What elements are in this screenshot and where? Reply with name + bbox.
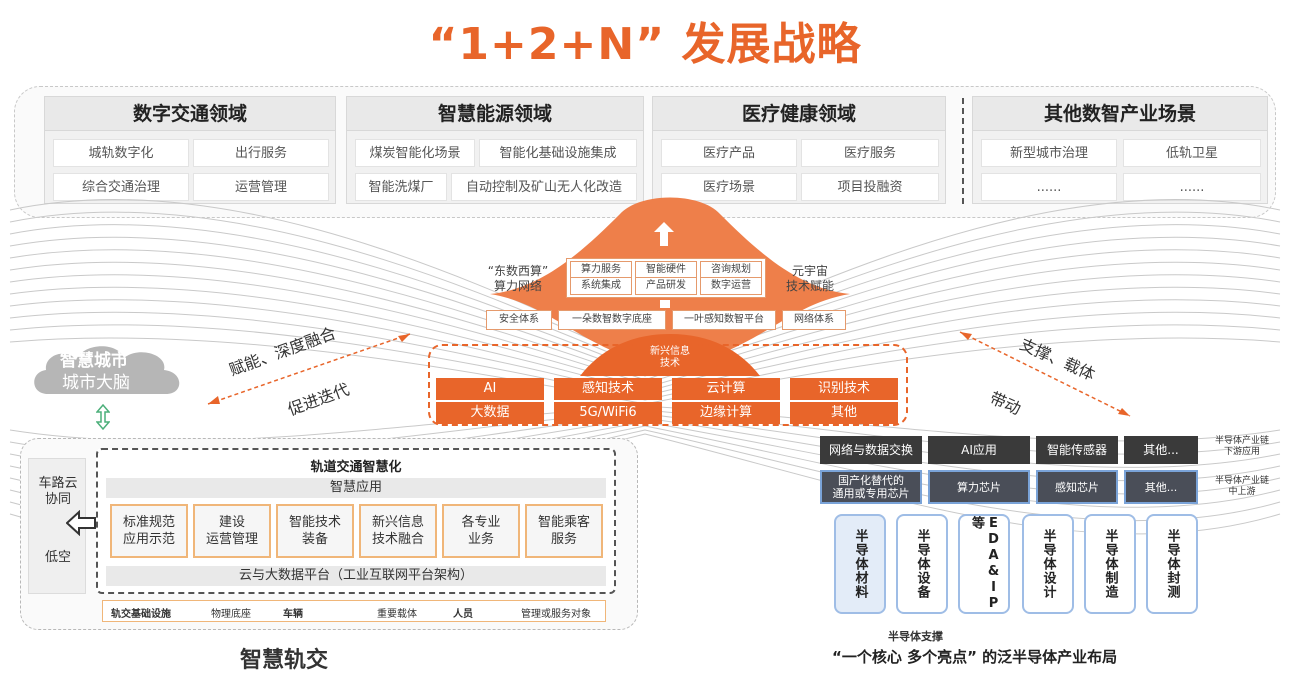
domain-digital-transport: 数字交通领域 城轨数字化 出行服务 综合交通治理 运营管理 xyxy=(44,96,336,204)
system-item: 网络体系 xyxy=(782,310,846,330)
infra-label: 物理底座 xyxy=(211,609,251,620)
domain-item: 运营管理 xyxy=(193,173,329,201)
system-item: 一叶感知数智平台 xyxy=(672,310,776,330)
domain-other: 其他数智产业场景 新型城市治理 低轨卫星 ...... ...... xyxy=(972,96,1268,204)
rail-app-item: 各专业 业务 xyxy=(442,504,520,558)
tech-item: 识别技术 xyxy=(790,378,898,400)
rail-app-item: 标准规范 应用示范 xyxy=(110,504,188,558)
tech-item: AI xyxy=(436,378,544,400)
cloud-platform-bar: 云与大数据平台（工业互联网平台架构） xyxy=(106,566,606,586)
tech-item: 大数据 xyxy=(436,402,544,424)
semi-note: 半导体产业链 下游应用 xyxy=(1214,436,1269,457)
domain-healthcare: 医疗健康领域 医疗产品 医疗服务 医疗场景 项目投融资 xyxy=(652,96,946,204)
domain-item: 自动控制及矿山无人化改造 xyxy=(451,173,637,201)
rail-app-item: 新兴信息 技术融合 xyxy=(359,504,437,558)
infra-label: 重要载体 xyxy=(377,609,417,620)
rail-caption: 智慧轨交 xyxy=(240,648,329,673)
domain-item: 出行服务 xyxy=(193,139,329,167)
emerging-tech-area xyxy=(428,344,908,426)
tech-item: 边缘计算 xyxy=(672,402,780,424)
domain-item: 医疗服务 xyxy=(801,139,939,167)
rail-app-item: 建设 运营管理 xyxy=(193,504,271,558)
infra-label: 车辆 xyxy=(283,609,303,620)
emerging-tech-label: 新兴信息 技术 xyxy=(650,346,690,369)
semi-chip-item: 国产化替代的 通用或专用芯片 xyxy=(820,470,922,504)
domain-item: 医疗产品 xyxy=(661,139,797,167)
tech-item: 5G/WiFi6 xyxy=(554,402,662,424)
tech-item: 感知技术 xyxy=(554,378,662,400)
smart-app-bar: 智慧应用 xyxy=(106,478,606,498)
semi-caption: “一个核心 多个亮点” 的泛半导体产业布局 xyxy=(832,648,1118,666)
double-arrow-icon xyxy=(96,404,110,430)
infrastructure-bar: 轨交基础设施 物理底座 车辆 重要载体 人员 管理或服务对象 xyxy=(102,600,606,622)
semi-pillar: 半导体制造 xyxy=(1084,514,1136,614)
service-item: 产品研发 xyxy=(635,277,697,295)
peak-label-text: “东数西算” 算力网络 xyxy=(487,264,549,293)
service-item: 数字运营 xyxy=(700,277,762,295)
service-item: 咨询规划 xyxy=(700,261,762,279)
rail-side-label: 车路云 协同 xyxy=(38,476,78,507)
domain-item: 城轨数字化 xyxy=(53,139,189,167)
cloud-icon xyxy=(34,346,180,394)
semi-app-item: AI应用 xyxy=(928,436,1030,464)
domain-smart-energy: 智慧能源领域 煤炭智能化场景 智能化基础设施集成 智能洗煤厂 自动控制及矿山无人… xyxy=(346,96,644,204)
semi-app-item: 其他... xyxy=(1124,436,1198,464)
infra-label: 轨交基础设施 xyxy=(111,609,171,620)
domain-item: ...... xyxy=(981,173,1117,201)
page-title: “1+2+N” 发展战略 xyxy=(428,19,862,70)
semi-pillar: 半导体封测 xyxy=(1146,514,1198,614)
semi-chip-item: 算力芯片 xyxy=(928,470,1030,504)
smart-city-title: 智慧城市 xyxy=(60,351,128,371)
service-item: 系统集成 xyxy=(570,277,632,295)
semi-pillar: 半导体设计 xyxy=(1022,514,1074,614)
peak-label-left: “东数西算” 算力网络 xyxy=(476,264,560,294)
domain-item: 医疗场景 xyxy=(661,173,797,201)
semi-app-item: 智能传感器 xyxy=(1036,436,1118,464)
domain-separator xyxy=(962,98,964,204)
semi-pillar: EDA&IP等 xyxy=(958,514,1010,614)
domain-item: 低轨卫星 xyxy=(1123,139,1261,167)
tech-item: 云计算 xyxy=(672,378,780,400)
domain-item: 新型城市治理 xyxy=(981,139,1117,167)
rail-app-item: 智能技术 装备 xyxy=(276,504,354,558)
smart-city-subtitle: 城市大脑 xyxy=(62,373,130,393)
system-item: 一朵数智数字底座 xyxy=(558,310,666,330)
rail-app-item: 智能乘客 服务 xyxy=(525,504,603,558)
semi-note: 半导体产业链 中上游 xyxy=(1214,476,1269,497)
peak-label-right: 元宇宙 技术赋能 xyxy=(772,264,848,294)
semi-pillar: 半导体设备 xyxy=(896,514,948,614)
arrow-up-icon xyxy=(654,222,674,246)
domain-item: 项目投融资 xyxy=(801,173,939,201)
right-arrows xyxy=(959,331,1131,417)
domain-item: 智能化基础设施集成 xyxy=(479,139,637,167)
left-arrows xyxy=(207,333,411,405)
domain-title: 数字交通领域 xyxy=(45,97,335,131)
domain-item: ...... xyxy=(1123,173,1261,201)
semi-chip-item: 其他... xyxy=(1124,470,1198,504)
semi-support-label: 半导体支撑 xyxy=(888,630,943,643)
domain-item: 智能洗煤厂 xyxy=(355,173,447,201)
domain-item: 煤炭智能化场景 xyxy=(355,139,475,167)
domain-title: 医疗健康领域 xyxy=(653,97,945,131)
rail-side-label: 低空 xyxy=(44,550,71,565)
domain-item: 综合交通治理 xyxy=(53,173,189,201)
peak-label-text: 元宇宙 技术赋能 xyxy=(785,264,834,293)
semi-pillar: 半导体材料 xyxy=(834,514,886,614)
arrow-left-icon xyxy=(66,510,96,536)
connector xyxy=(660,300,670,308)
tech-item: 其他 xyxy=(790,402,898,424)
semi-app-item: 网络与数据交换 xyxy=(820,436,922,464)
infra-label: 管理或服务对象 xyxy=(521,609,591,620)
rail-title: 轨道交通智慧化 xyxy=(310,460,402,475)
domain-title: 其他数智产业场景 xyxy=(973,97,1267,131)
system-item: 安全体系 xyxy=(486,310,552,330)
semi-chip-item: 感知芯片 xyxy=(1036,470,1118,504)
infra-label: 人员 xyxy=(453,609,473,620)
domain-title: 智慧能源领域 xyxy=(347,97,643,131)
